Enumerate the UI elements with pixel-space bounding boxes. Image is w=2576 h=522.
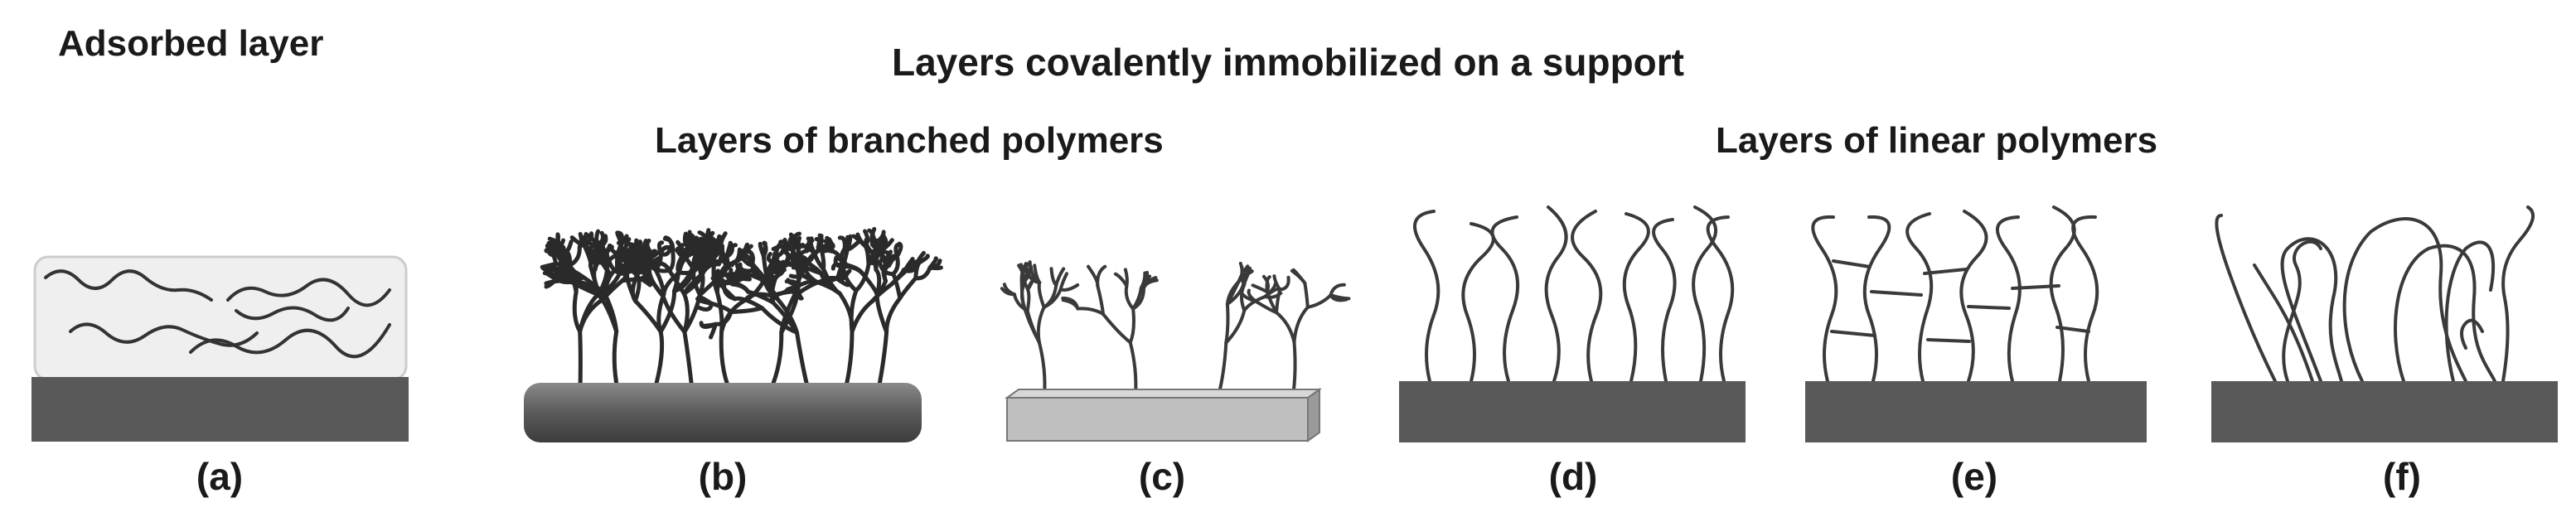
substrate-a: [31, 377, 409, 442]
panel-d: [1399, 205, 1746, 442]
panel-c-label: (c): [1138, 455, 1186, 498]
substrate-b: [524, 383, 922, 442]
linear-chains-d: [1413, 205, 1735, 383]
panel-e: [1805, 205, 2147, 442]
adsorbed-film-box: [33, 255, 408, 381]
branched-polymers-title: Layers of branched polymers: [655, 120, 1164, 161]
linear-polymers-title: Layers of linear polymers: [1716, 120, 2158, 161]
branched-brush-b: [540, 226, 943, 392]
panel-f: [2211, 205, 2558, 442]
panel-f-label: (f): [2383, 455, 2421, 498]
substrate-e: [1805, 381, 2147, 442]
crosslinked-chains-e: [1811, 205, 2099, 383]
covalent-layers-title: Layers covalently immobilized on a suppo…: [891, 41, 1684, 84]
panel-e-label: (e): [1950, 455, 1998, 498]
panel-a: [31, 255, 409, 442]
looped-chains-f: [2215, 205, 2535, 383]
substrate-f: [2211, 381, 2558, 442]
branched-brush-c: [1000, 260, 1351, 398]
substrate-d: [1399, 381, 1746, 442]
substrate-c-top: [1004, 389, 1323, 399]
panel-a-label: (a): [196, 455, 244, 498]
panel-b-label: (b): [698, 455, 748, 498]
adsorbed-layer-title: Adsorbed layer: [58, 23, 324, 64]
panel-d-label: (d): [1548, 455, 1598, 498]
adsorbed-chains: [44, 269, 391, 359]
panel-c: [1000, 260, 1351, 442]
panel-b: [524, 226, 943, 442]
substrate-c: [1006, 397, 1309, 442]
